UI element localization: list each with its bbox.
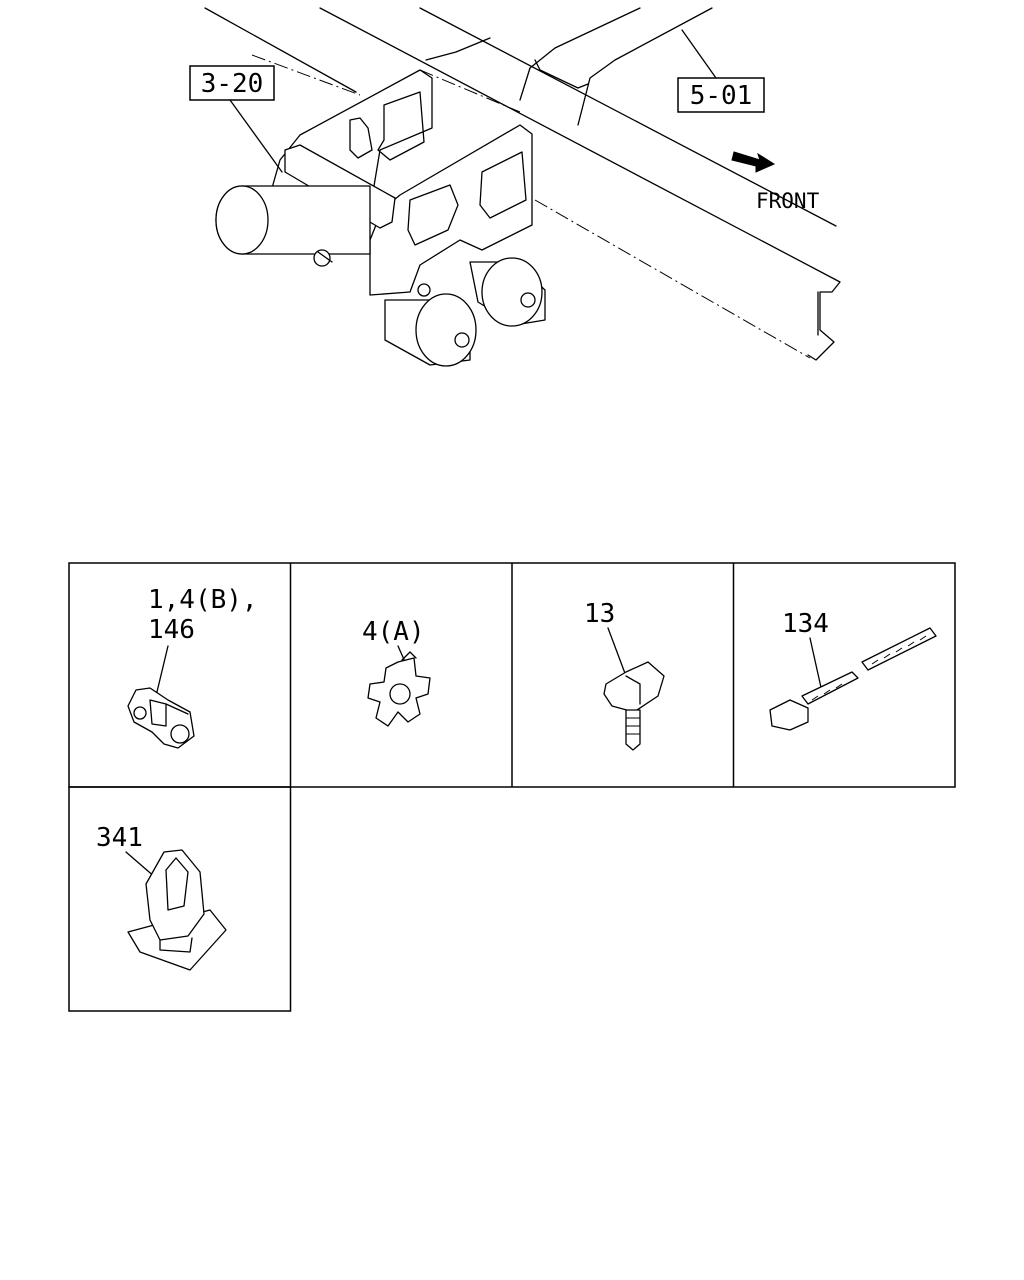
cable-tie-image (769, 627, 937, 731)
part-cell-4a: 4(A) (362, 617, 431, 727)
ref-label-a: 3-20 (201, 69, 264, 99)
part-cell-341: 341 (96, 823, 227, 971)
part-cell-1-4b-146: 1,4(B), 146 (127, 585, 258, 749)
part-cell-13: 13 (584, 599, 665, 751)
push-clip-image (603, 661, 665, 751)
nut-clip-image (127, 849, 227, 971)
frame-assembly (204, 7, 841, 367)
ref-callout-3-20: 3-20 (189, 65, 283, 173)
part-label-3: 13 (584, 599, 615, 629)
part-cell-134: 134 (769, 609, 937, 731)
part-label-4: 134 (782, 609, 829, 639)
part-label-1-line2: 146 (148, 615, 195, 645)
part-label-2: 4(A) (362, 617, 425, 647)
ref-label-b: 5-01 (690, 81, 753, 111)
front-label: FRONT (756, 189, 820, 213)
front-arrow-icon (731, 151, 776, 173)
parts-table-grid (68, 562, 956, 1012)
clip-part-image (127, 687, 195, 749)
part-label-1-line1: 1,4(B), (148, 585, 258, 615)
ref-callout-5-01: 5-01 (677, 29, 765, 113)
front-direction-indicator: FRONT (731, 151, 820, 213)
star-clip-image (367, 651, 431, 727)
part-label-5: 341 (96, 823, 143, 853)
